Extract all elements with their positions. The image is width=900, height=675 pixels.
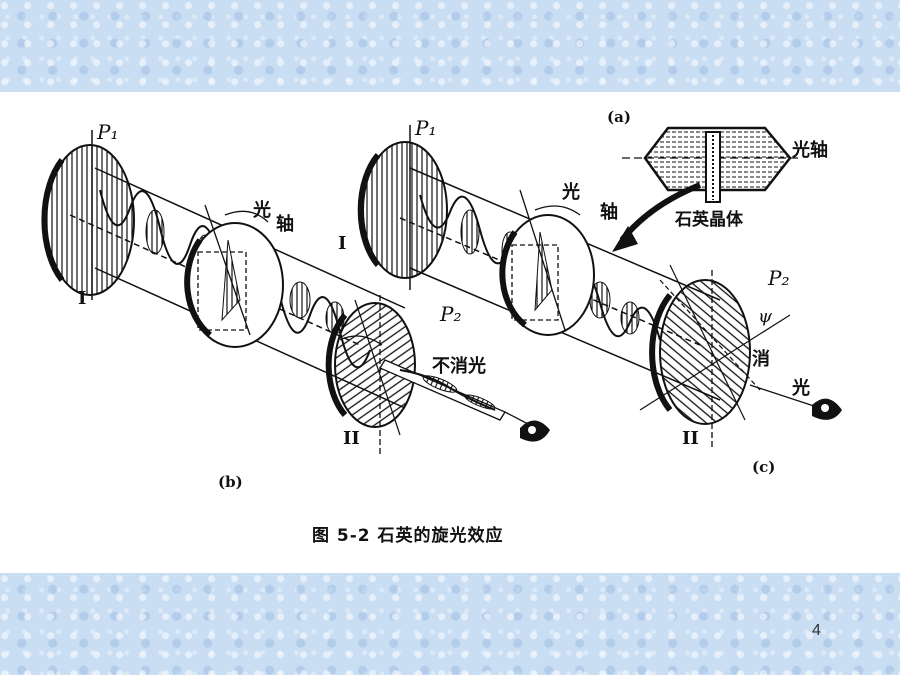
- subfigure-tag-c: (c): [752, 458, 776, 476]
- figure-caption: 图 5-2 石英的旋光效应: [312, 526, 504, 546]
- emerging-light-b: [379, 359, 531, 426]
- extinct-label-c2: 光: [792, 378, 810, 399]
- polarizer-label-c: P₁: [415, 116, 437, 140]
- polarizer-roman-b: I: [78, 288, 87, 309]
- emerging-light-c: [749, 384, 821, 409]
- quartz-crystal-label: 石英晶体: [675, 210, 743, 230]
- optic-axis-label-c2: 轴: [600, 202, 618, 223]
- analyzer-label-c: P₂: [768, 266, 790, 290]
- subfigure-tag-a: (a): [607, 108, 631, 126]
- subfigure-tag-b: (b): [218, 473, 243, 491]
- decorative-top-band: [0, 0, 900, 92]
- analyzer-label-b: P₂: [440, 302, 462, 326]
- subfigure-c: [357, 125, 842, 448]
- page-number: 4: [812, 622, 821, 639]
- extinct-label-c1: 消: [752, 349, 770, 370]
- psi-angle-label: ψ: [758, 306, 773, 327]
- quartz-disc-c: [499, 189, 595, 336]
- analyzer-roman-b: II: [343, 428, 360, 449]
- polarizer-label-b: P₁: [97, 120, 119, 144]
- polarizer-disc-p1-c: [357, 125, 448, 290]
- subfigure-a: [622, 126, 800, 203]
- eye-icon-b: [520, 420, 550, 442]
- subfigure-b: [41, 130, 550, 455]
- analyzer-disc-p2-b: [325, 295, 416, 455]
- optic-axis-label-c1: 光: [562, 182, 580, 203]
- quartz-disc-b: [184, 204, 284, 348]
- optic-axis-label-b2: 轴: [276, 214, 294, 235]
- analyzer-roman-c: II: [682, 428, 699, 449]
- analyzer-disc-p2-c: [639, 264, 791, 448]
- eye-icon-c: [812, 398, 842, 420]
- polarizer-disc-p1-b: [41, 130, 135, 300]
- light-not-extinct-label: 不消光: [432, 356, 486, 377]
- decorative-bottom-band: [0, 573, 900, 675]
- polarizer-roman-c: I: [338, 233, 347, 254]
- optic-axis-label-b1: 光: [253, 200, 271, 221]
- optic-axis-label-a: 光轴: [792, 140, 828, 161]
